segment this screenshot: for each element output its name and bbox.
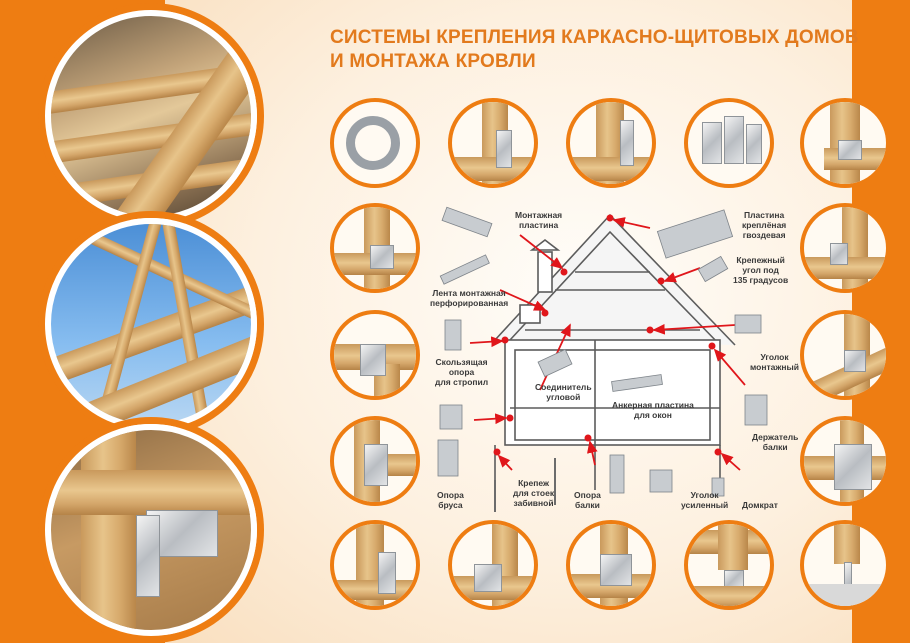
label-ugolok-montazhny: Уголок монтажный xyxy=(750,352,800,372)
thumb-perforated-tape xyxy=(330,98,420,188)
label-montazhnaya-plastina: Монтажная пластина xyxy=(515,210,563,230)
photo-corner-bracket xyxy=(45,424,257,636)
thumb-angle-left-2 xyxy=(330,310,420,400)
thumb-bottom-3 xyxy=(566,520,656,610)
label-soedinitel-uglovoy: Соединитель угловой xyxy=(535,382,592,402)
label-ankernaya-plastina: Анкерная пластина для окон xyxy=(612,400,694,420)
thumb-bottom-2 xyxy=(448,520,538,610)
thumb-plate-vertical xyxy=(566,98,656,188)
label-lenta-montazhnaya: Лента монтажная перфорированная xyxy=(430,288,509,308)
label-domkrat: Домкрат xyxy=(742,500,778,510)
label-krepezh-stoek: Крепеж для стоек забивной xyxy=(513,478,555,508)
title-line-2: И МОНТАЖА КРОВЛИ xyxy=(330,51,536,72)
label-plastina-gvozdevaya: Пластина креплёная гвоздевая xyxy=(742,210,787,240)
thumb-angle-left-1 xyxy=(330,203,420,293)
label-skolzyashchaya-opora: Скользящая опора для стропил xyxy=(435,357,489,387)
page-title: СИСТЕМЫ КРЕПЛЕНИЯ КАРКАСНО-ЩИТОВЫХ ДОМОВ… xyxy=(330,26,859,74)
thumb-flat-plate xyxy=(448,98,538,188)
label-opora-brusa: Опора бруса xyxy=(437,490,464,510)
thumb-angle-right-top xyxy=(800,98,890,188)
photo-joist-hangers xyxy=(45,10,257,222)
label-derzhatel-balki: Держатель балки xyxy=(752,432,799,452)
thumb-bottom-1 xyxy=(330,520,420,610)
thumb-bottom-4 xyxy=(684,520,774,610)
thumb-angle-right-2 xyxy=(800,310,890,400)
label-opora-balki: Опора балки xyxy=(574,490,601,510)
thumb-bottom-5 xyxy=(800,520,890,610)
label-krepezhny-ugol-135: Крепежный угол под 135 градусов xyxy=(733,255,789,285)
title-line-1: СИСТЕМЫ КРЕПЛЕНИЯ КАРКАСНО-ЩИТОВЫХ ДОМОВ xyxy=(330,27,859,48)
thumb-hanger-left-3 xyxy=(330,416,420,506)
thumb-hanger-right-3 xyxy=(800,416,890,506)
thumb-angle-right-1 xyxy=(800,203,890,293)
label-ugolok-usilenny: Уголок усиленный xyxy=(681,490,729,510)
thumb-hangers-set xyxy=(684,98,774,188)
